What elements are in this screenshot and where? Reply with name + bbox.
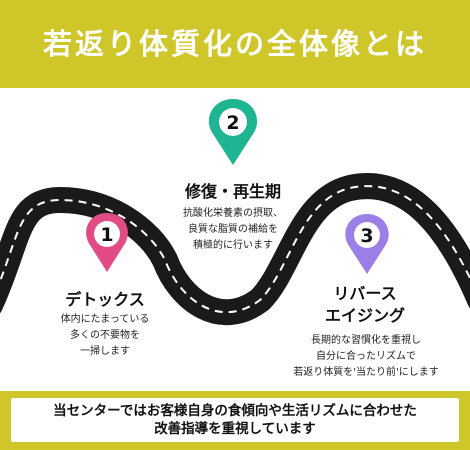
footer-banner: 当センターではお客様自身の食傾向や生活リズムに合わせた 改善指導を重視しています — [0, 391, 470, 450]
pin-number-2: 2 — [226, 112, 239, 134]
step-1-description: 体内にたまっている 多くの不要物を 一掃します — [60, 314, 150, 357]
map-pin-icon-2: 2 — [208, 99, 258, 165]
step-3-description: 長期的な習慣化を重視し 自分に合ったリズムで 若返り体質を'当たり前'にします — [293, 335, 439, 378]
pin-number-3: 3 — [360, 225, 373, 247]
step-2-title: 修復・再生期 — [184, 182, 281, 201]
footer-message: 当センターではお客様自身の食傾向や生活リズムに合わせた 改善指導を重視しています — [53, 403, 417, 437]
pin-number-1: 1 — [100, 224, 113, 246]
header-banner: 若返り体質化の全体像とは — [0, 0, 470, 88]
footer-message-box: 当センターではお客様自身の食傾向や生活リズムに合わせた 改善指導を重視しています — [11, 398, 459, 442]
step-3-title: リバース エイジング — [324, 284, 405, 325]
map-pin-icon-3: 3 — [345, 214, 389, 274]
map-pin-icon-1: 1 — [86, 213, 128, 272]
step-1-title: デトックス — [65, 290, 145, 309]
step-2-description: 抗酸化栄養素の摂取、 良質な脂質の補給を 積極的に行います — [183, 208, 283, 251]
page-title: 若返り体質化の全体像とは — [42, 27, 427, 61]
road-lane-markings — [0, 185, 470, 314]
